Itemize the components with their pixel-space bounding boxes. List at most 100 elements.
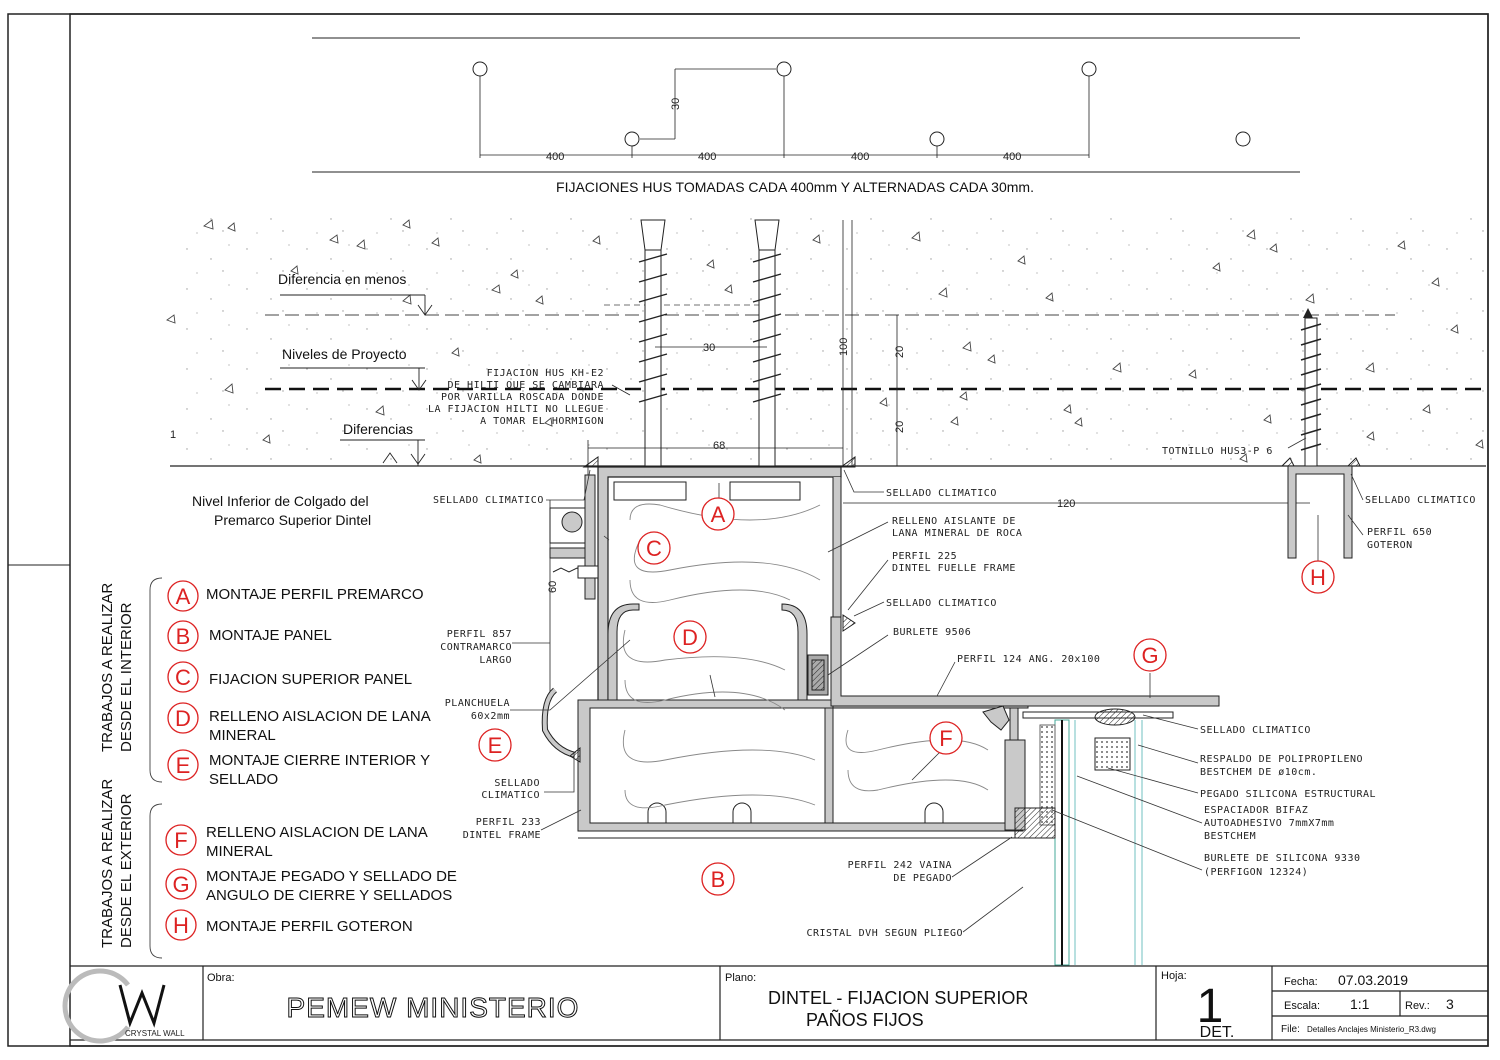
dim-1: 1 (170, 429, 176, 441)
svg-text:MONTAJE PERFIL GOTERON: MONTAJE PERFIL GOTERON (206, 918, 413, 935)
level-markers (280, 294, 433, 466)
dim-400-1: 400 (546, 151, 564, 163)
svg-text:CRYSTAL WALL: CRYSTAL WALL (125, 1029, 185, 1038)
note-espaciador-3: BESTCHEM (1204, 831, 1256, 842)
note-burlete-9330-2: (PERFIGON 12324) (1204, 867, 1308, 878)
dim-120: 120 (1057, 498, 1075, 510)
hus-anchor-right (752, 219, 782, 467)
level-inferior-line2: Premarco Superior Dintel (214, 512, 371, 528)
sealant-e (569, 746, 581, 763)
file-label: File: (1281, 1024, 1300, 1035)
plano-title-2: PAÑOS FIJOS (806, 1009, 924, 1030)
glass-unit (982, 705, 1174, 966)
svg-text:MONTAJE PEGADO Y SELLADO DE: MONTAJE PEGADO Y SELLADO DE (206, 868, 457, 885)
rock-wool-fill (623, 503, 989, 809)
callout-e: E (478, 728, 512, 762)
hoja-sub: DET. (1200, 1024, 1235, 1041)
note-hus-3: POR VARILLA ROSCADA DONDE (441, 392, 604, 403)
note-pegado: PEGADO SILICONA ESTRUCTURAL (1200, 789, 1376, 800)
note-perfil242-2: DE PEGADO (893, 873, 952, 884)
dim-400-2: 400 (698, 151, 716, 163)
svg-text:A: A (711, 502, 726, 527)
note-espaciador-1: ESPACIADOR BIFAZ (1204, 805, 1308, 816)
svg-text:G: G (172, 872, 189, 897)
svg-text:E: E (488, 733, 503, 758)
svg-text:H: H (173, 913, 189, 938)
note-sellado-e-2: CLIMATICO (481, 790, 540, 801)
note-planchuela-2: 60x2mm (471, 711, 510, 722)
svg-text:ANGULO DE CIERRE Y SELLADOS: ANGULO DE CIERRE Y SELLADOS (206, 887, 452, 904)
escala-label: Escala: (1284, 1000, 1320, 1012)
callout-g: G (1133, 638, 1167, 672)
svg-text:RELLENO AISLACION DE LANA: RELLENO AISLACION DE LANA (206, 824, 428, 841)
escala-value: 1:1 (1350, 996, 1370, 1012)
dim-30-vertical: 30 (670, 98, 682, 110)
dintel-frame-profile (541, 603, 1029, 839)
svg-text:H: H (1310, 565, 1326, 590)
obra-value: PEMEW MINISTERIO (287, 992, 580, 1023)
sealant-right (839, 456, 856, 468)
legend-interior-brace (149, 577, 163, 959)
svg-text:G: G (1141, 643, 1158, 668)
note-relleno-2: LANA MINERAL DE ROCA (892, 528, 1022, 539)
callout-h: H (1301, 560, 1335, 594)
level-diferencia-menos: Diferencia en menos (278, 271, 406, 287)
plano-label: Plano: (725, 972, 756, 984)
svg-text:F: F (174, 828, 187, 853)
svg-text:C: C (175, 665, 191, 690)
note-hus-1: FIJACION HUS KH-E2 (487, 368, 604, 379)
svg-text:MINERAL: MINERAL (206, 843, 273, 860)
note-hus-2: DE HILTI QUE SE CAMBIARA (448, 380, 605, 391)
callout-f: F (929, 721, 963, 755)
svg-text:MONTAJE PERFIL PREMARCO: MONTAJE PERFIL PREMARCO (206, 586, 424, 603)
legend-item-c: C FIJACION SUPERIOR PANEL (167, 661, 412, 693)
contramarco-profile (549, 474, 599, 600)
dim-60: 60 (547, 581, 559, 593)
hus-anchor-left (638, 219, 668, 467)
svg-text:D: D (682, 625, 698, 650)
note-perfil233-1: PERFIL 233 (476, 817, 541, 828)
crystal-wall-logo: CRYSTAL WALL (62, 968, 185, 1044)
dim-68: 68 (713, 440, 725, 452)
note-sellado-right: SELLADO CLIMATICO (1365, 495, 1476, 506)
note-perfil225-1: PERFIL 225 (892, 551, 957, 562)
note-perfil124: PERFIL 124 ANG. 20x100 (957, 654, 1100, 665)
dim-30: 30 (703, 342, 715, 354)
note-sellado-g: SELLADO CLIMATICO (1200, 725, 1311, 736)
legend-exterior-title-2: DESDE EL EXTERIOR (118, 793, 135, 948)
svg-text:FIJACION SUPERIOR PANEL: FIJACION SUPERIOR PANEL (209, 671, 412, 688)
note-sellado-2: SELLADO CLIMATICO (886, 598, 997, 609)
goteron-profile (1281, 457, 1361, 559)
hoja-number: 1 (1197, 980, 1224, 1033)
spacing-caption: FIJACIONES HUS TOMADAS CADA 400mm Y ALTE… (556, 179, 1034, 195)
perfil-124-angle (807, 614, 1220, 707)
svg-text:MONTAJE PANEL: MONTAJE PANEL (209, 627, 332, 644)
legend-exterior-title-1: TRABAJOS A REALIZAR (99, 779, 116, 948)
fecha-label: Fecha: (1284, 976, 1318, 988)
title-block-frame (70, 965, 1488, 1041)
note-hus-5: A TOMAR EL HORMIGON (480, 416, 604, 427)
note-perfil857-3: LARGO (479, 655, 512, 666)
hoja-label: Hoja: (1161, 970, 1187, 982)
level-niveles-proyecto: Niveles de Proyecto (282, 346, 407, 362)
plano-title-1: DINTEL - FIJACION SUPERIOR (768, 988, 1028, 1008)
note-respaldo-2: BESTCHEM DE ø10cm. (1200, 767, 1317, 778)
svg-text:C: C (646, 536, 662, 561)
svg-text:F: F (939, 726, 952, 751)
callout-a: A (701, 497, 735, 531)
note-perfil242-1: PERFIL 242 VAINA (848, 860, 952, 871)
rev-value: 3 (1446, 996, 1454, 1012)
dim-20a: 20 (894, 346, 906, 358)
dim-400-4: 400 (1003, 151, 1021, 163)
note-totnillo: TOTNILLO HUS3-P 6 (1162, 446, 1273, 457)
note-perfil857-2: CONTRAMARCO (440, 642, 512, 653)
callout-d: D (673, 620, 707, 654)
hus3-screw (1300, 308, 1322, 469)
note-planchuela-1: PLANCHUELA (445, 698, 510, 709)
note-sellado-e-1: SELLADO (494, 778, 540, 789)
note-perfil233-2: DINTEL FRAME (463, 830, 541, 841)
note-sellado-mid: SELLADO CLIMATICO (886, 488, 997, 499)
